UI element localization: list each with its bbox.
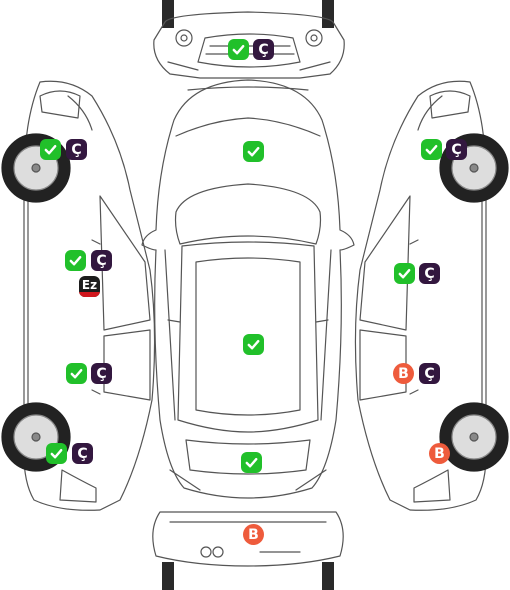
c-badge-label: Ç	[96, 252, 107, 269]
c-badge-label: Ç	[258, 41, 269, 58]
ez-badge: Ez	[79, 276, 100, 297]
check-badge	[65, 250, 86, 271]
check-icon	[44, 145, 57, 155]
check-badge	[394, 263, 415, 284]
check-badge	[241, 452, 262, 473]
c-badge: Ç	[66, 139, 87, 160]
check-icon	[398, 269, 411, 279]
c-badge: Ç	[446, 139, 467, 160]
check-badge	[66, 363, 87, 384]
b-badge-label: B	[434, 445, 445, 462]
check-icon	[69, 256, 82, 266]
c-badge-label: Ç	[77, 445, 88, 462]
check-icon	[70, 369, 83, 379]
c-badge-label: Ç	[424, 365, 435, 382]
front-bumper-drawing	[153, 0, 345, 79]
ez-badge-label: Ez	[81, 278, 98, 292]
check-badge	[46, 443, 67, 464]
check-icon	[425, 145, 438, 155]
check-icon	[50, 449, 63, 459]
c-badge: Ç	[91, 250, 112, 271]
check-badge	[40, 139, 61, 160]
check-icon	[245, 458, 258, 468]
c-badge: Ç	[419, 263, 440, 284]
check-badge	[228, 39, 249, 60]
rear-bumper-drawing	[152, 511, 344, 590]
c-badge: Ç	[419, 363, 440, 384]
check-icon	[232, 45, 245, 55]
check-badge	[243, 334, 264, 355]
check-badge	[421, 139, 442, 160]
b-badge: B	[243, 524, 264, 545]
c-badge: Ç	[253, 39, 274, 60]
b-badge: B	[429, 443, 450, 464]
b-badge-label: B	[248, 526, 259, 543]
b-badge-label: B	[398, 365, 409, 382]
c-badge-label: Ç	[424, 265, 435, 282]
c-badge-label: Ç	[451, 141, 462, 158]
b-badge: B	[393, 363, 414, 384]
car-top-view-drawing	[141, 79, 355, 499]
check-badge	[243, 141, 264, 162]
c-badge-label: Ç	[71, 141, 82, 158]
check-icon	[247, 340, 260, 350]
check-icon	[247, 147, 260, 157]
c-badge-label: Ç	[96, 365, 107, 382]
c-badge: Ç	[91, 363, 112, 384]
left-side-car-drawing	[1, 80, 156, 511]
c-badge: Ç	[72, 443, 93, 464]
